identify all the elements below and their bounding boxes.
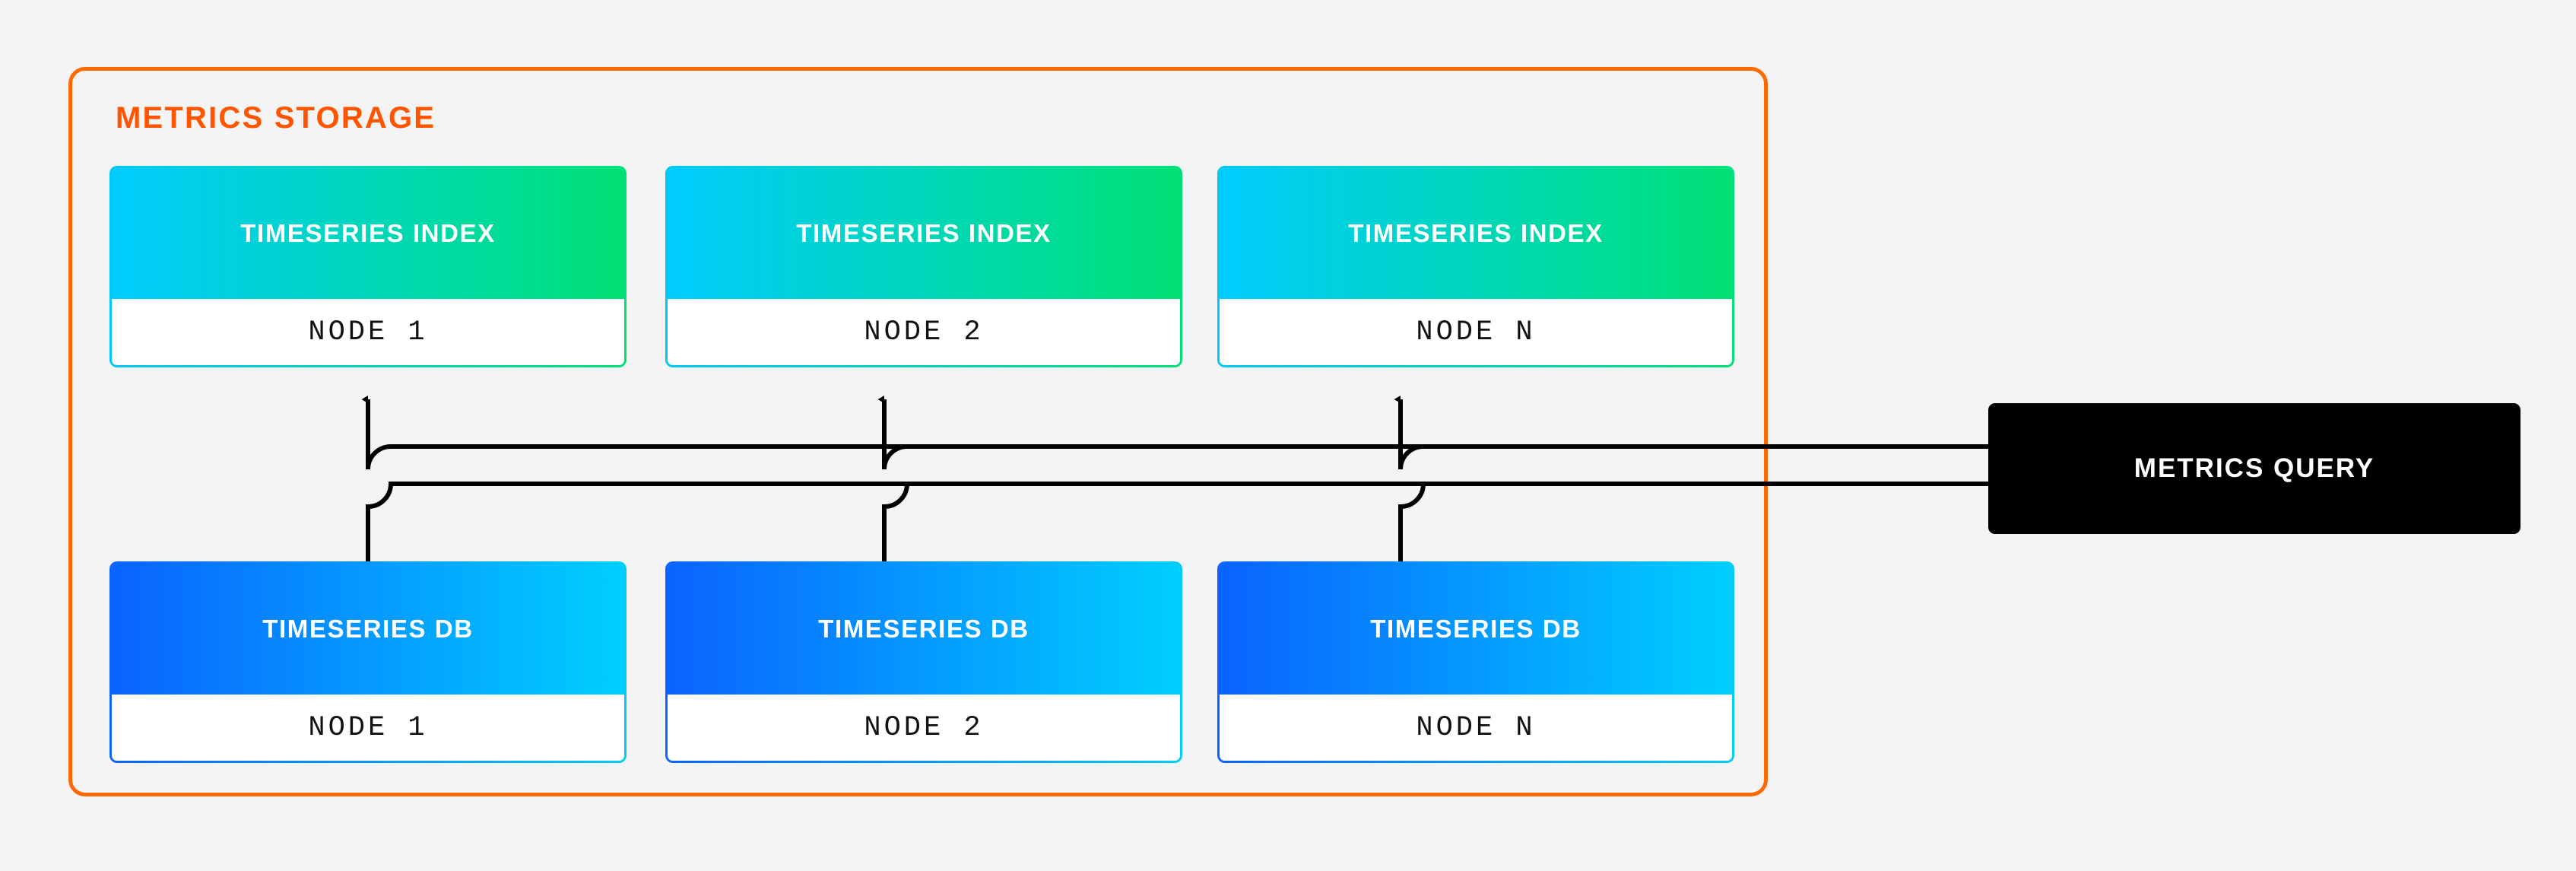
timeseries-index-node-2[interactable]: TIMESERIES INDEX NODE 2 [665,166,1182,367]
card-footer: NODE 2 [668,299,1180,365]
card-header: TIMESERIES DB [112,564,624,695]
node-label: NODE 2 [864,711,984,744]
timeseries-db-node-2[interactable]: TIMESERIES DB NODE 2 [665,561,1182,763]
card-title: TIMESERIES DB [818,615,1029,643]
node-label: NODE N [1416,316,1536,348]
card-footer: NODE 2 [668,695,1180,761]
card-header: TIMESERIES INDEX [112,168,624,299]
timeseries-index-node-n[interactable]: TIMESERIES INDEX NODE N [1217,166,1734,367]
card-footer: NODE 1 [112,299,624,365]
timeseries-index-node-1[interactable]: TIMESERIES INDEX NODE 1 [109,166,627,367]
card-footer: NODE 1 [112,695,624,761]
card-body: TIMESERIES INDEX NODE 1 [112,168,624,365]
metrics-query-box[interactable]: METRICS QUERY [1988,403,2520,534]
card-header: TIMESERIES INDEX [668,168,1180,299]
card-title: TIMESERIES INDEX [240,219,496,247]
card-header: TIMESERIES DB [668,564,1180,695]
timeseries-db-node-n[interactable]: TIMESERIES DB NODE N [1217,561,1734,763]
card-body: TIMESERIES DB NODE 2 [668,564,1180,761]
node-label: NODE 1 [308,316,428,348]
card-body: TIMESERIES DB NODE 1 [112,564,624,761]
metrics-storage-title: METRICS STORAGE [116,101,436,135]
timeseries-db-node-1[interactable]: TIMESERIES DB NODE 1 [109,561,627,763]
card-body: TIMESERIES INDEX NODE N [1220,168,1732,365]
card-footer: NODE N [1220,695,1732,761]
card-header: TIMESERIES INDEX [1220,168,1732,299]
card-body: TIMESERIES INDEX NODE 2 [668,168,1180,365]
node-label: NODE N [1416,711,1536,744]
card-title: TIMESERIES DB [1370,615,1581,643]
node-label: NODE 1 [308,711,428,744]
card-title: TIMESERIES DB [262,615,474,643]
metrics-query-label: METRICS QUERY [2133,453,2375,483]
card-footer: NODE N [1220,299,1732,365]
card-body: TIMESERIES DB NODE N [1220,564,1732,761]
node-label: NODE 2 [864,316,984,348]
card-title: TIMESERIES INDEX [1348,219,1604,247]
card-title: TIMESERIES INDEX [796,219,1052,247]
card-header: TIMESERIES DB [1220,564,1732,695]
